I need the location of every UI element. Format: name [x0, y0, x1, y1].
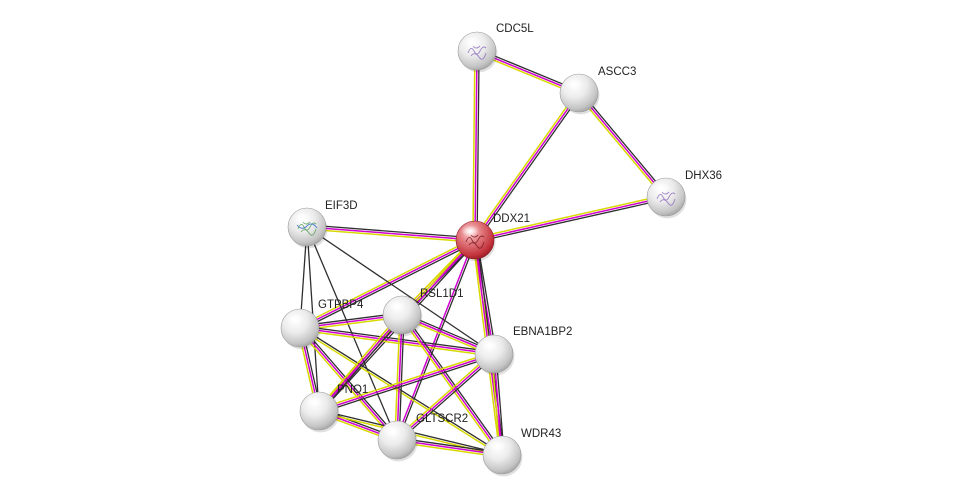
edge-ascc3-ddx21[interactable] — [472, 91, 582, 242]
edge-evidence-text — [319, 315, 405, 414]
node-highlight — [652, 182, 670, 194]
edge-evidence-experimental — [474, 92, 580, 241]
node-label-pno1: PNO1 — [337, 384, 368, 396]
edge-evidence-coexpression — [394, 351, 494, 440]
edge-evidence-text — [306, 224, 476, 239]
node-highlight — [565, 78, 583, 90]
edge-evidence-text — [300, 241, 477, 331]
edge-evidence-experimental — [474, 50, 478, 241]
edge-ascc3-dhx36[interactable] — [576, 91, 669, 200]
edge-ebna1bp2-pno1[interactable] — [317, 351, 496, 414]
edge-evidence-text — [397, 354, 497, 443]
node-label-rsl1d1: RSL1D1 — [420, 288, 463, 300]
edge-evidence-coexpression — [472, 91, 579, 240]
node-cdc5l[interactable]: CDC5L — [457, 23, 534, 73]
edge-evidence-text — [306, 226, 495, 355]
node-wdr43[interactable]: WDR43 — [482, 428, 561, 477]
node-gltscr2[interactable]: GLTSCR2 — [377, 413, 468, 462]
edge-evidence-coexpression — [297, 328, 397, 443]
node-label-ascc3: ASCC3 — [598, 66, 636, 78]
edge-evidence-experimental — [474, 196, 667, 241]
edge-evidence-text — [299, 325, 495, 353]
edge-eif3d-ebna1bp2[interactable] — [306, 226, 495, 355]
edge-gtpbp4-gltscr2[interactable] — [297, 325, 400, 443]
edge-rsl1d1-wdr43[interactable] — [399, 313, 505, 457]
edge-rsl1d1-gltscr2[interactable] — [394, 314, 405, 441]
edge-cdc5l-ddx21[interactable] — [472, 50, 480, 241]
edge-evidence-experimental — [395, 238, 475, 441]
edge-evidence-coexpression — [399, 315, 502, 457]
node-ddx21[interactable]: DDX21 — [455, 213, 530, 262]
edge-evidence-text — [476, 50, 480, 241]
edge-evidence-coexpression — [306, 228, 476, 243]
edge-evidence-coexpression — [576, 93, 666, 200]
node-rsl1d1[interactable]: RSL1D1 — [382, 288, 463, 337]
edge-evidence-coexpression — [316, 312, 402, 411]
edge-evidence-experimental — [299, 239, 476, 329]
edge-evidence-experimental — [401, 314, 503, 456]
edge-evidence-experimental — [396, 353, 495, 441]
protein-structure-icon — [296, 223, 318, 229]
edge-rsl1d1-pno1[interactable] — [316, 312, 405, 414]
edge-evidence-text — [476, 93, 582, 242]
edge-evidence-coexpression — [317, 351, 495, 410]
node-label-eif3d: EIF3D — [325, 200, 358, 212]
edge-evidence-coexpression — [472, 50, 476, 241]
edge-gtpbp4-ebna1bp2[interactable] — [298, 325, 495, 357]
edge-dhx36-ddx21[interactable] — [473, 194, 668, 243]
edge-evidence-text — [318, 355, 496, 414]
edge-evidence-experimental — [396, 314, 403, 441]
node-eif3d[interactable]: EIF3D — [287, 200, 358, 249]
node-gtpbp4[interactable]: GTPBP4 — [280, 299, 364, 350]
edge-evidence-experimental — [299, 327, 398, 441]
node-highlight — [286, 313, 304, 325]
node-pno1[interactable]: PNO1 — [299, 384, 368, 433]
node-dhx36[interactable]: DHX36 — [646, 170, 722, 219]
node-label-wdr43: WDR43 — [521, 428, 561, 440]
edge-evidence-coexpression — [394, 314, 401, 441]
node-highlight — [305, 396, 323, 408]
node-highlight — [383, 425, 401, 437]
edge-evidence-coexpression — [298, 329, 495, 357]
node-highlight — [463, 36, 481, 48]
edge-ddx21-gtpbp4[interactable] — [298, 237, 477, 331]
edge-evidence-coexpression — [298, 237, 475, 327]
node-label-gltscr2: GLTSCR2 — [416, 413, 468, 425]
node-label-ddx21: DDX21 — [493, 213, 530, 225]
node-highlight — [293, 212, 311, 224]
node-ebna1bp2[interactable]: EBNA1BP2 — [474, 326, 572, 376]
node-highlight — [488, 440, 506, 452]
node-label-cdc5l: CDC5L — [496, 23, 534, 35]
edge-evidence-experimental — [578, 92, 667, 198]
edge-evidence-text — [403, 313, 505, 455]
node-label-ebna1bp2: EBNA1BP2 — [513, 326, 572, 338]
edge-evidence-experimental — [306, 226, 476, 241]
edge-evidence-experimental — [318, 314, 403, 412]
edge-evidence-experimental — [299, 327, 495, 355]
edge-evidence-coexpression — [473, 194, 667, 239]
node-label-dhx36: DHX36 — [685, 170, 722, 182]
edge-evidence-text — [476, 238, 497, 355]
edge-ebna1bp2-gltscr2[interactable] — [394, 351, 497, 443]
node-highlight — [480, 339, 498, 351]
edge-evidence-text — [474, 198, 668, 243]
edge-evidence-text — [579, 91, 669, 197]
edge-ddx21-gltscr2[interactable] — [395, 238, 477, 442]
node-ascc3[interactable]: ASCC3 — [559, 66, 636, 115]
edge-evidence-text — [397, 239, 477, 442]
edge-evidence-experimental — [318, 353, 495, 412]
edge-evidence-text — [398, 314, 405, 441]
node-highlight — [388, 300, 406, 312]
edge-eif3d-ddx21[interactable] — [306, 224, 476, 243]
edge-evidence-text — [300, 325, 400, 440]
node-label-gtpbp4: GTPBP4 — [318, 299, 364, 311]
node-highlight — [461, 225, 479, 237]
